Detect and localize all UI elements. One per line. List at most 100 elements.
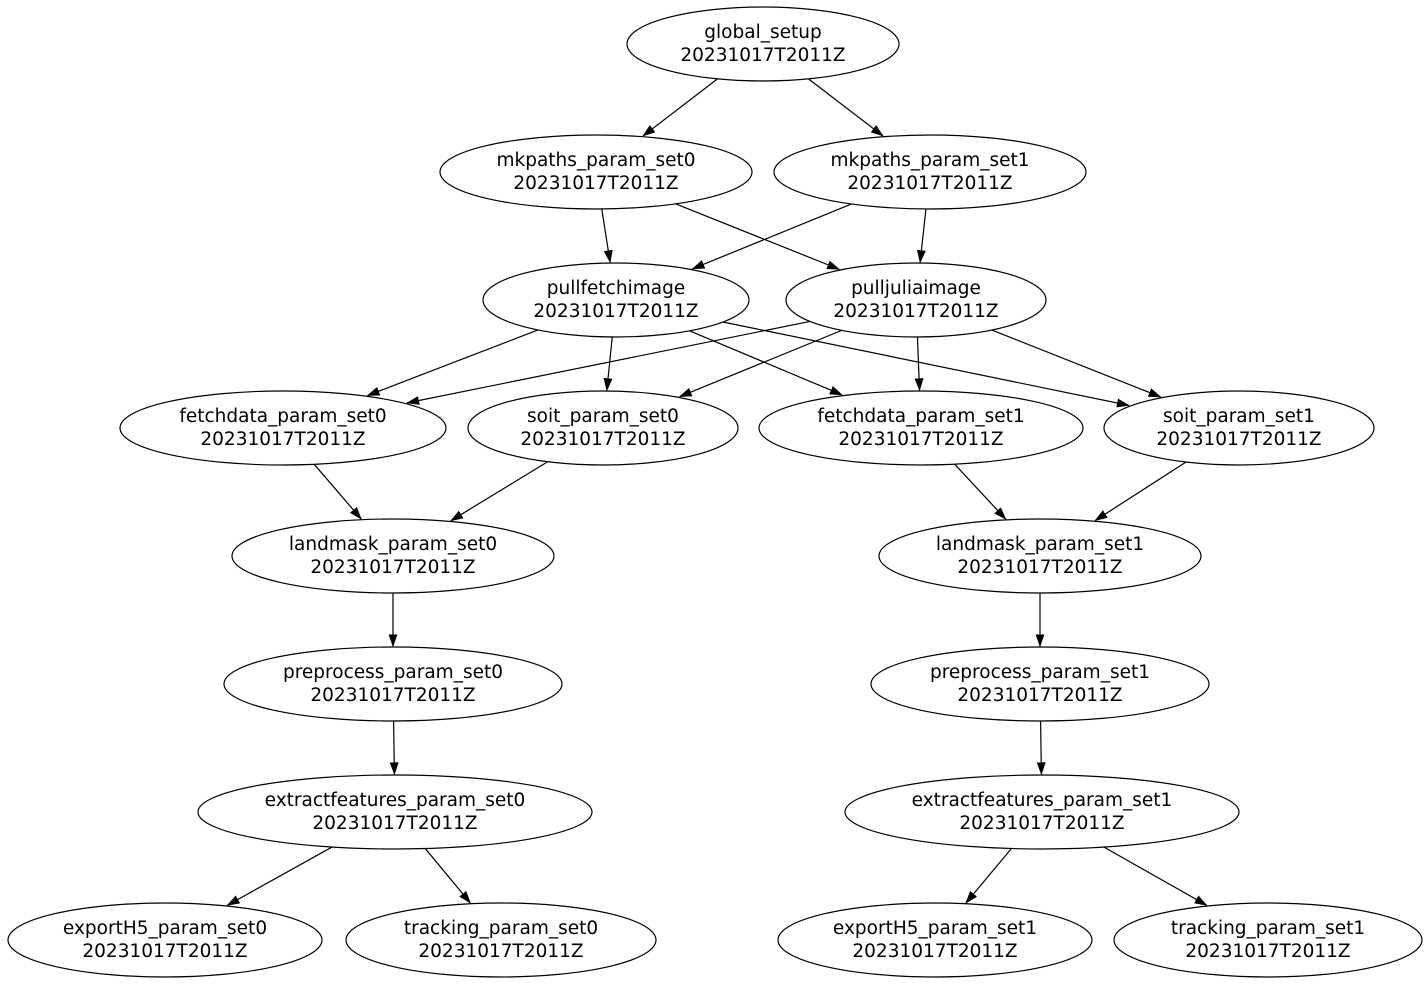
- node-timestamp: 20231017T2011Z: [847, 173, 1012, 194]
- node-timestamp: 20231017T2011Z: [957, 685, 1122, 706]
- node-label: preprocess_param_set1: [930, 662, 1150, 683]
- edge-extractfeatures_param_set0-to-exportH5_param_set0: [226, 846, 333, 906]
- node-timestamp: 20231017T2011Z: [833, 301, 998, 322]
- edge-pullfetchimage-to-soit_param_set0: [603, 336, 613, 392]
- node-ellipse-extractfeatures_param_set1: [844, 774, 1240, 850]
- edge-fetchdata_param_set1-to-landmask_param_set1: [954, 463, 1007, 520]
- node-label: landmask_param_set0: [289, 534, 497, 555]
- node-timestamp: 20231017T2011Z: [838, 429, 1003, 450]
- node-ellipse-global_setup: [626, 6, 900, 82]
- node-ellipse-fetchdata_param_set1: [758, 390, 1084, 466]
- edge-soit_param_set0-to-landmask_param_set0: [450, 461, 548, 522]
- node-label: extractfeatures_param_set1: [912, 790, 1173, 811]
- edge-preprocess_param_set1-to-extractfeatures_param_set1: [1036, 720, 1046, 776]
- node-label: landmask_param_set1: [936, 534, 1144, 555]
- edge-soit_param_set1-to-landmask_param_set1: [1094, 461, 1187, 522]
- edge-fetchdata_param_set0-to-landmask_param_set0: [313, 463, 362, 520]
- node-label: exportH5_param_set1: [833, 918, 1037, 939]
- node-ellipse-soit_param_set0: [467, 390, 739, 466]
- node-label: tracking_param_set1: [1171, 918, 1365, 939]
- edge-pullfetchimage-to-fetchdata_param_set1: [689, 330, 843, 396]
- node-ellipse-tracking_param_set0: [345, 902, 657, 978]
- node-timestamp: 20231017T2011Z: [200, 429, 365, 450]
- edge-global_setup-to-mkpaths_param_set1: [808, 78, 884, 137]
- edge-pullfetchimage-to-soit_param_set1: [722, 321, 1130, 408]
- node-label: soit_param_set0: [527, 406, 679, 427]
- node-timestamp: 20231017T2011Z: [959, 813, 1124, 834]
- edge-pulljuliaimage-to-soit_param_set0: [678, 329, 842, 398]
- node-ellipse-preprocess_param_set1: [870, 646, 1210, 722]
- node-timestamp: 20231017T2011Z: [310, 685, 475, 706]
- edge-extractfeatures_param_set1-to-tracking_param_set1: [1103, 846, 1208, 906]
- edge-layer: [226, 78, 1208, 906]
- edge-mkpaths_param_set0-to-pullfetchimage: [601, 208, 613, 264]
- node-label: tracking_param_set0: [404, 918, 598, 939]
- node-label: mkpaths_param_set1: [830, 150, 1029, 171]
- node-ellipse-fetchdata_param_set0: [119, 390, 447, 466]
- node-label: preprocess_param_set0: [283, 662, 503, 683]
- node-label: exportH5_param_set0: [63, 918, 267, 939]
- node-timestamp: 20231017T2011Z: [680, 45, 845, 66]
- node-timestamp: 20231017T2011Z: [312, 813, 477, 834]
- node-ellipse-mkpaths_param_set0: [439, 134, 753, 210]
- edge-preprocess_param_set0-to-extractfeatures_param_set0: [389, 720, 399, 776]
- node-ellipse-extractfeatures_param_set0: [197, 774, 593, 850]
- node-label: pullfetchimage: [547, 278, 685, 299]
- edge-pulljuliaimage-to-soit_param_set1: [991, 329, 1162, 398]
- node-timestamp: 20231017T2011Z: [1156, 429, 1321, 450]
- edge-mkpaths_param_set1-to-pullfetchimage: [691, 203, 852, 270]
- node-timestamp: 20231017T2011Z: [310, 557, 475, 578]
- edge-pullfetchimage-to-fetchdata_param_set0: [366, 329, 539, 397]
- edge-pulljuliaimage-to-fetchdata_param_set1: [914, 336, 924, 392]
- node-ellipse-landmask_param_set0: [231, 518, 555, 594]
- node-ellipse-soit_param_set1: [1103, 390, 1375, 466]
- node-timestamp: 20231017T2011Z: [1185, 941, 1350, 962]
- node-layer: global_setup20231017T2011Zmkpaths_param_…: [7, 6, 1423, 978]
- node-timestamp: 20231017T2011Z: [852, 941, 1017, 962]
- edge-extractfeatures_param_set0-to-tracking_param_set0: [424, 848, 471, 904]
- node-ellipse-mkpaths_param_set1: [773, 134, 1087, 210]
- edge-pulljuliaimage-to-fetchdata_param_set0: [406, 320, 811, 405]
- node-ellipse-pullfetchimage: [482, 262, 750, 338]
- edge-extractfeatures_param_set1-to-exportH5_param_set1: [965, 848, 1012, 904]
- node-timestamp: 20231017T2011Z: [513, 173, 678, 194]
- node-label: pulljuliaimage: [851, 278, 981, 299]
- node-label: mkpaths_param_set0: [496, 150, 695, 171]
- node-label: soit_param_set1: [1163, 406, 1315, 427]
- node-ellipse-exportH5_param_set1: [777, 902, 1093, 978]
- node-ellipse-preprocess_param_set0: [223, 646, 563, 722]
- node-label: global_setup: [704, 22, 821, 43]
- node-ellipse-tracking_param_set1: [1113, 902, 1423, 978]
- node-timestamp: 20231017T2011Z: [82, 941, 247, 962]
- node-label: extractfeatures_param_set0: [265, 790, 526, 811]
- node-ellipse-pulljuliaimage: [785, 262, 1047, 338]
- node-ellipse-exportH5_param_set0: [7, 902, 323, 978]
- edge-global_setup-to-mkpaths_param_set0: [642, 78, 718, 137]
- edge-mkpaths_param_set0-to-pulljuliaimage: [675, 203, 841, 270]
- node-timestamp: 20231017T2011Z: [533, 301, 698, 322]
- node-label: fetchdata_param_set1: [817, 406, 1024, 427]
- node-timestamp: 20231017T2011Z: [520, 429, 685, 450]
- node-ellipse-landmask_param_set1: [878, 518, 1202, 594]
- edge-mkpaths_param_set1-to-pulljuliaimage: [916, 208, 927, 264]
- node-timestamp: 20231017T2011Z: [957, 557, 1122, 578]
